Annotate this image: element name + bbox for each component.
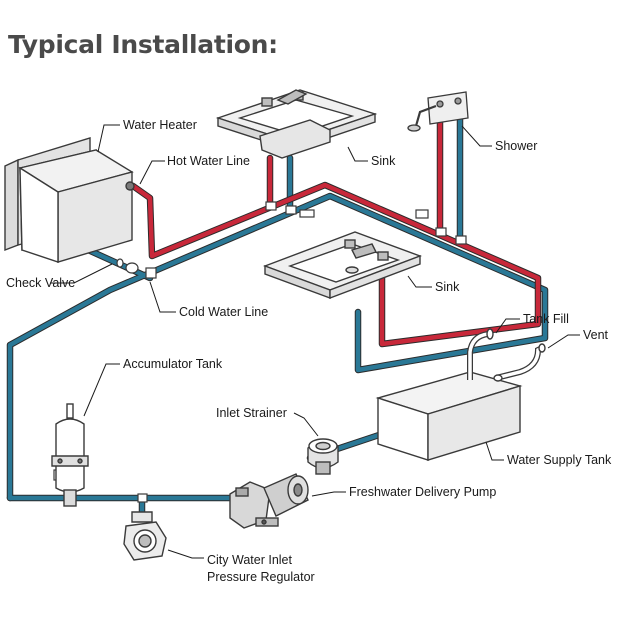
label-check-valve: Check Valve <box>6 276 76 290</box>
label-inlet-strainer: Inlet Strainer <box>216 406 287 420</box>
sink-upper <box>215 89 378 159</box>
leader-lines <box>50 124 580 559</box>
label-sink-lower: Sink <box>435 280 460 294</box>
label-water-heater: Water Heater <box>123 118 197 132</box>
city-water-inlet <box>123 511 167 561</box>
water-heater <box>4 137 135 263</box>
page-title: Typical Installation: <box>8 30 278 59</box>
pipe-fittings <box>53 201 467 503</box>
label-freshwater-delivery-pump: Freshwater Delivery Pump <box>349 485 497 499</box>
check-valve <box>116 258 139 274</box>
freshwater-delivery-pump <box>229 473 309 529</box>
sink-lower <box>262 231 423 300</box>
shower <box>407 91 469 132</box>
label-pressure-regulator: Pressure Regulator <box>207 570 315 584</box>
water-supply-tank <box>375 328 546 461</box>
label-accumulator-tank: Accumulator Tank <box>123 357 223 371</box>
label-cold-water-line: Cold Water Line <box>179 305 269 319</box>
label-tank-fill: Tank Fill <box>523 312 569 326</box>
label-vent: Vent <box>583 328 609 342</box>
inlet-strainer <box>307 438 339 475</box>
label-hot-water-line: Hot Water Line <box>167 154 250 168</box>
label-sink-upper: Sink <box>371 154 396 168</box>
label-city-water-inlet: City Water Inlet <box>207 553 292 567</box>
accumulator-tank <box>51 403 89 507</box>
label-water-supply-tank: Water Supply Tank <box>507 453 612 467</box>
label-shower: Shower <box>495 139 538 153</box>
